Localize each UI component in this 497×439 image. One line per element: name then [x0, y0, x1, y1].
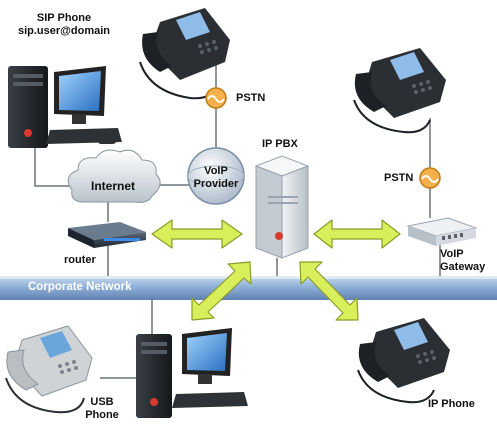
- usb-computer: [136, 328, 248, 418]
- usb-phone-label: USB Phone: [82, 396, 122, 422]
- right-desk-phone: [353, 48, 446, 134]
- top-desk-phone: [139, 8, 230, 100]
- sip-phone-computer: [8, 66, 122, 148]
- usb-phone-label-line1: USB: [90, 396, 114, 408]
- ip-phone-label: IP Phone: [428, 398, 475, 410]
- usb-desk-phone: [5, 325, 93, 414]
- internet-label: Internet: [90, 179, 135, 193]
- voip-gateway-label-line2: Gateway: [440, 261, 486, 273]
- arrows: [151, 219, 401, 321]
- corporate-network-label: Corporate Network: [28, 281, 132, 293]
- arrow-pbx-gateway: [313, 219, 401, 249]
- pstn-right-label: PSTN: [384, 172, 414, 184]
- arrow-router-pbx: [151, 219, 243, 249]
- sip-phone-label-line2: sip.user@domain: [17, 25, 111, 37]
- voip-provider-globe: [187, 147, 245, 205]
- arrow-pbx-usb-pc: [191, 261, 252, 321]
- router-device: [68, 222, 146, 248]
- pstn-top-label: PSTN: [236, 92, 266, 104]
- voip-gateway-label: VoIP Gateway: [440, 248, 485, 274]
- arrow-pbx-ip-phone: [299, 261, 359, 321]
- voip-provider-label: VoIP Provider: [188, 165, 244, 191]
- voip-gateway-device: [406, 217, 478, 246]
- sip-phone-label: SIP Phone sip.user@domain: [6, 12, 122, 38]
- voip-provider-label-line1: VoIP: [204, 165, 228, 177]
- pstn-top-badge: [205, 87, 227, 109]
- voip-gateway-label-line1: VoIP: [440, 248, 464, 260]
- usb-phone-label-line2: Phone: [85, 409, 119, 421]
- voip-provider-label-line2: Provider: [193, 178, 239, 190]
- line-sip-pc-to-cloud: [34, 148, 78, 187]
- ip-desk-phone: [357, 318, 450, 404]
- ip-pbx-server: [254, 155, 310, 259]
- sip-phone-label-line1: SIP Phone: [36, 12, 92, 24]
- pstn-right-badge: [419, 167, 441, 189]
- internet-cloud: [67, 149, 161, 203]
- router-label: router: [64, 254, 96, 266]
- ip-pbx-label: IP PBX: [262, 138, 298, 150]
